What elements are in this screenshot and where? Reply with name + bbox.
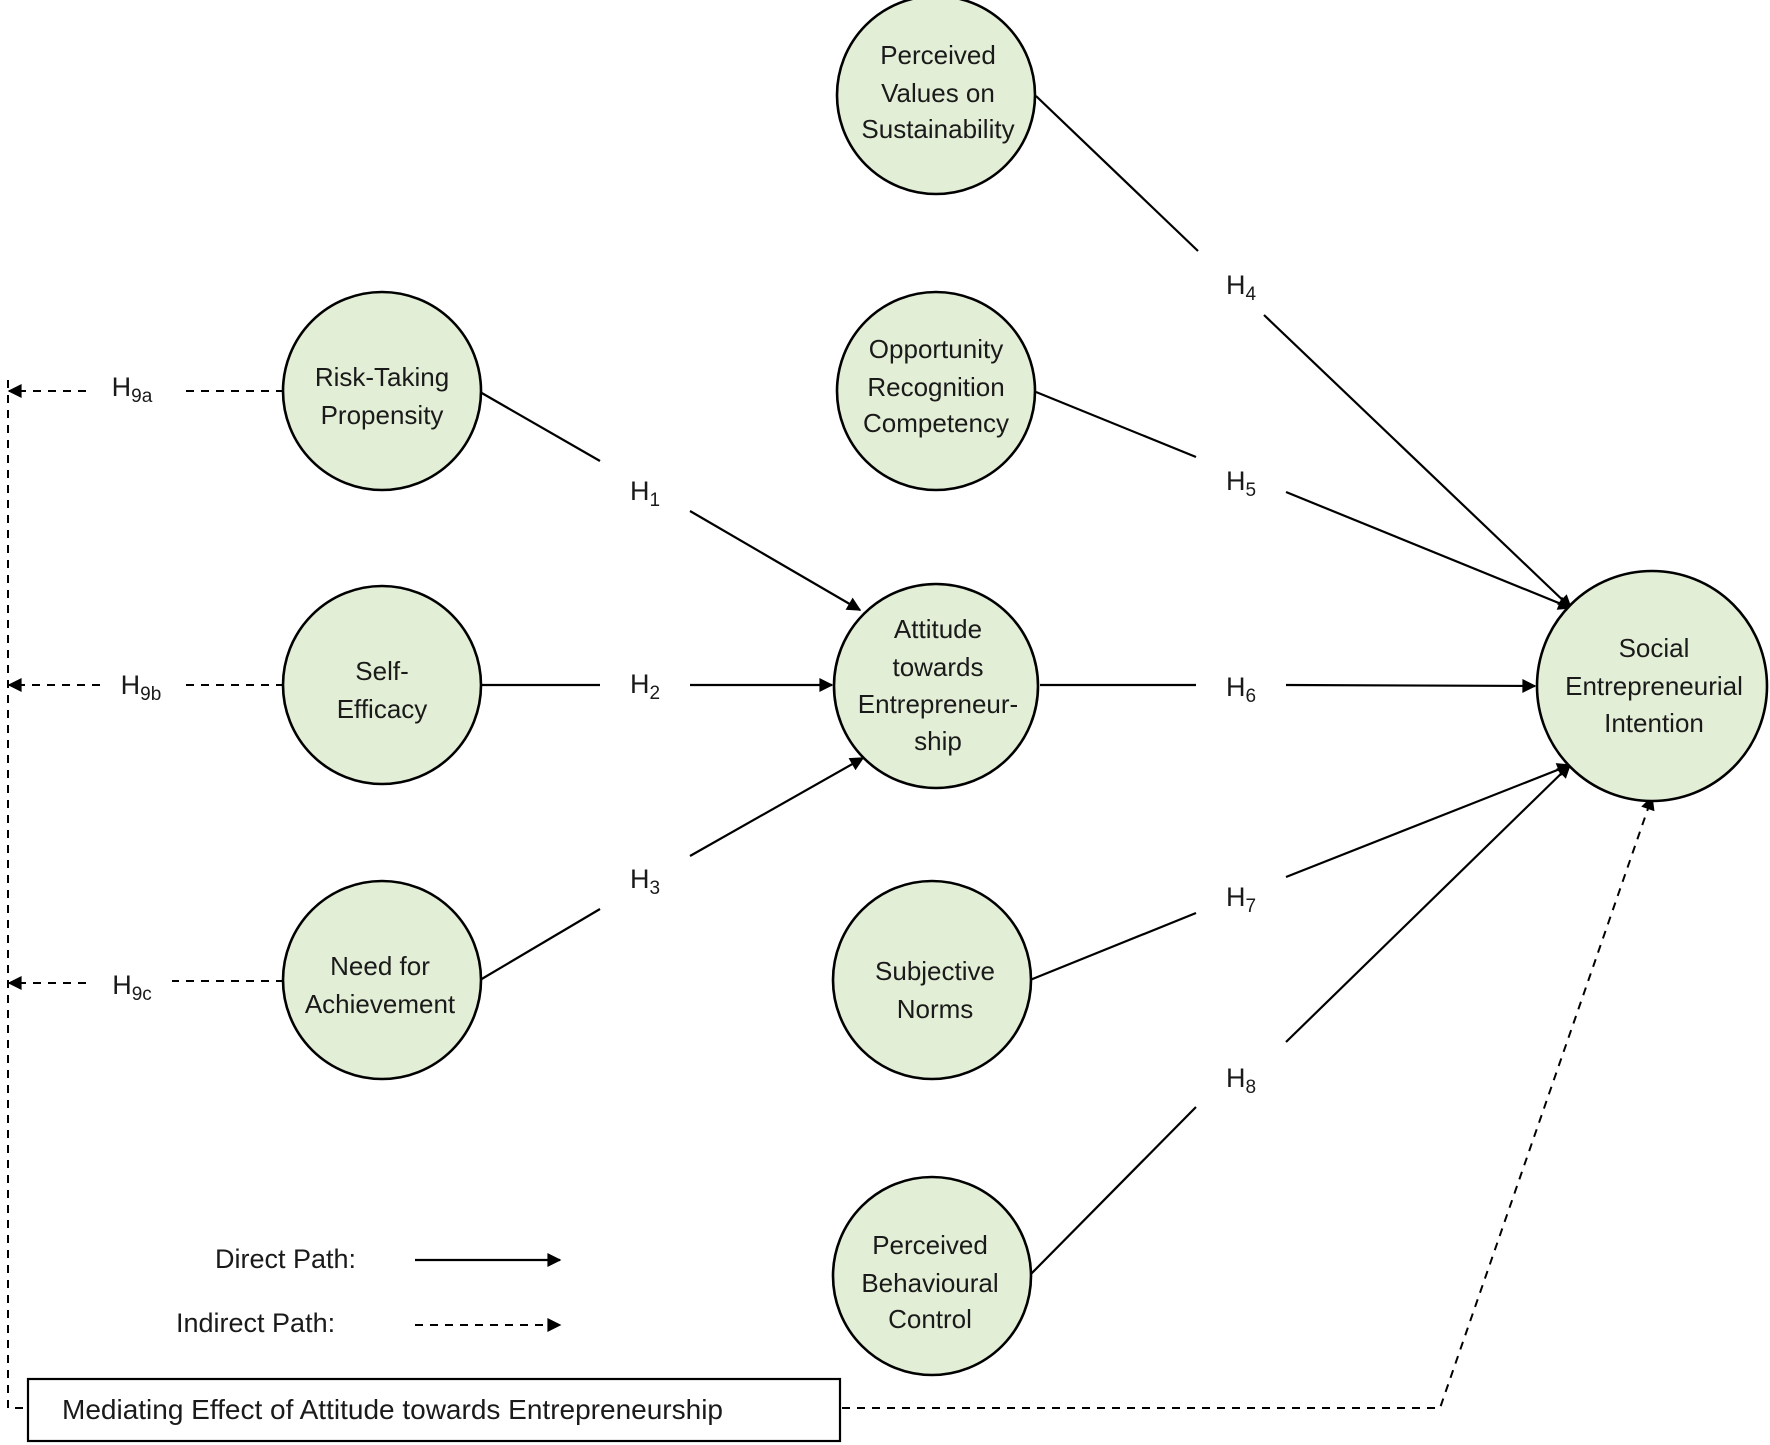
node-social-entrepreneurial-intention: Social Entrepreneurial Intention xyxy=(1535,569,1769,803)
node-label-line: Perceived xyxy=(872,1230,988,1260)
label-h4: H4 xyxy=(1226,270,1257,305)
node-label-line: Behavioural xyxy=(861,1268,998,1298)
label-h9b: H9b xyxy=(121,670,162,705)
path-h6-b xyxy=(1285,678,1537,693)
svg-text:Control: Control xyxy=(888,1304,972,1334)
svg-text:Achievement: Achievement xyxy=(305,989,456,1019)
hypothesis-labels: H1 H2 H3 H4 H5 H6 H7 H8 H9a H9b H9c xyxy=(112,270,1257,1098)
svg-text:Risk-Taking: Risk-Taking xyxy=(315,362,449,392)
node-label-line: Opportunity xyxy=(869,334,1003,364)
path-h1-a xyxy=(479,391,601,462)
legend-indirect-label: Indirect Path: xyxy=(176,1308,335,1338)
svg-text:Social: Social xyxy=(1619,633,1690,663)
node-label-line: Entrepreneurial xyxy=(1565,671,1743,701)
label-h5: H5 xyxy=(1226,466,1256,501)
label-h8: H8 xyxy=(1226,1063,1256,1098)
svg-text:Entrepreneurial: Entrepreneurial xyxy=(1565,671,1743,701)
node-label-line: Social xyxy=(1619,633,1690,663)
node-self-efficacy: Self- Efficacy xyxy=(281,584,483,786)
node-label-line: Subjective xyxy=(875,956,995,986)
node-label-line: Self- xyxy=(355,656,408,686)
label-h6: H6 xyxy=(1226,672,1256,707)
label-h3: H3 xyxy=(630,864,660,899)
node-label-line: Attitude xyxy=(894,614,982,644)
node-label-line: Perceived xyxy=(880,40,996,70)
path-h1-b xyxy=(689,510,862,611)
label-h2: H2 xyxy=(630,669,660,704)
svg-text:Propensity: Propensity xyxy=(321,400,444,430)
path-h3-a xyxy=(479,908,601,981)
node-label-line: Intention xyxy=(1604,708,1704,738)
mediation-bracket-left xyxy=(7,380,28,1409)
node-label-line: Values on xyxy=(881,78,995,108)
svg-text:Opportunity: Opportunity xyxy=(869,334,1003,364)
svg-text:Entrepreneur-: Entrepreneur- xyxy=(858,689,1018,719)
indirect-paths xyxy=(7,380,1655,1409)
node-perceived-values: Perceived Values on Sustainability xyxy=(835,0,1037,196)
mediation-path-to-sei xyxy=(842,795,1655,1409)
node-label-line: Efficacy xyxy=(337,694,428,724)
label-h7: H7 xyxy=(1226,882,1256,917)
node-need-for-achievement: Need for Achievement xyxy=(281,879,483,1081)
node-label-line: Competency xyxy=(863,408,1009,438)
node-subjective-norms: Subjective Norms xyxy=(831,879,1033,1081)
node-label-line: Control xyxy=(888,1304,972,1334)
label-h9c: H9c xyxy=(112,970,152,1005)
node-risk-taking-propensity: Risk-Taking Propensity xyxy=(281,290,483,492)
node-perceived-behavioural-control: Perceived Behavioural Control xyxy=(831,1175,1033,1377)
svg-text:ship: ship xyxy=(914,726,962,756)
path-h3-b xyxy=(689,757,865,857)
path-h4-b xyxy=(1263,314,1573,609)
svg-text:Efficacy: Efficacy xyxy=(337,694,428,724)
svg-text:Values on: Values on xyxy=(881,78,995,108)
svg-text:Perceived: Perceived xyxy=(872,1230,988,1260)
svg-text:Need for: Need for xyxy=(330,951,430,981)
node-label-line: Recognition xyxy=(867,372,1004,402)
mediating-effect-label: Mediating Effect of Attitude towards Ent… xyxy=(62,1394,723,1425)
path-h7-a xyxy=(1029,911,1197,982)
node-label-line: Entrepreneur- xyxy=(858,689,1018,719)
svg-text:Recognition: Recognition xyxy=(867,372,1004,402)
node-label-line: Achievement xyxy=(305,989,456,1019)
node-attitude-towards-entrepreneurship: Attitude towards Entrepreneur- ship xyxy=(832,582,1040,790)
path-h5-a xyxy=(1035,390,1197,459)
node-label-line: towards xyxy=(892,652,983,682)
label-h9a: H9a xyxy=(112,372,153,407)
svg-text:towards: towards xyxy=(892,652,983,682)
svg-text:Norms: Norms xyxy=(897,994,974,1024)
node-label-line: Propensity xyxy=(321,400,444,430)
node-label-line: Sustainability xyxy=(861,114,1014,144)
path-h8-b xyxy=(1285,764,1572,1043)
svg-text:Competency: Competency xyxy=(863,408,1009,438)
svg-text:Perceived: Perceived xyxy=(880,40,996,70)
path-h4-a xyxy=(1035,95,1199,252)
node-label-line: ship xyxy=(914,726,962,756)
node-label-line: Risk-Taking xyxy=(315,362,449,392)
svg-text:Behavioural: Behavioural xyxy=(861,1268,998,1298)
svg-text:Sustainability: Sustainability xyxy=(861,114,1014,144)
node-label-line: Need for xyxy=(330,951,430,981)
svg-text:Subjective: Subjective xyxy=(875,956,995,986)
label-h1: H1 xyxy=(630,476,660,511)
legend: Direct Path: Indirect Path: xyxy=(176,1244,562,1338)
node-opportunity-recognition: Opportunity Recognition Competency xyxy=(835,290,1037,492)
direct-paths xyxy=(479,95,1573,1276)
path-h5-b xyxy=(1285,490,1573,610)
svg-text:Attitude: Attitude xyxy=(894,614,982,644)
node-label-line: Norms xyxy=(897,994,974,1024)
mediating-effect-box: Mediating Effect of Attitude towards Ent… xyxy=(26,1377,842,1443)
svg-text:Self-: Self- xyxy=(355,656,408,686)
path-h8-a xyxy=(1029,1106,1197,1276)
legend-direct-label: Direct Path: xyxy=(215,1244,356,1274)
path-h7-b xyxy=(1285,763,1572,879)
svg-text:Intention: Intention xyxy=(1604,708,1704,738)
